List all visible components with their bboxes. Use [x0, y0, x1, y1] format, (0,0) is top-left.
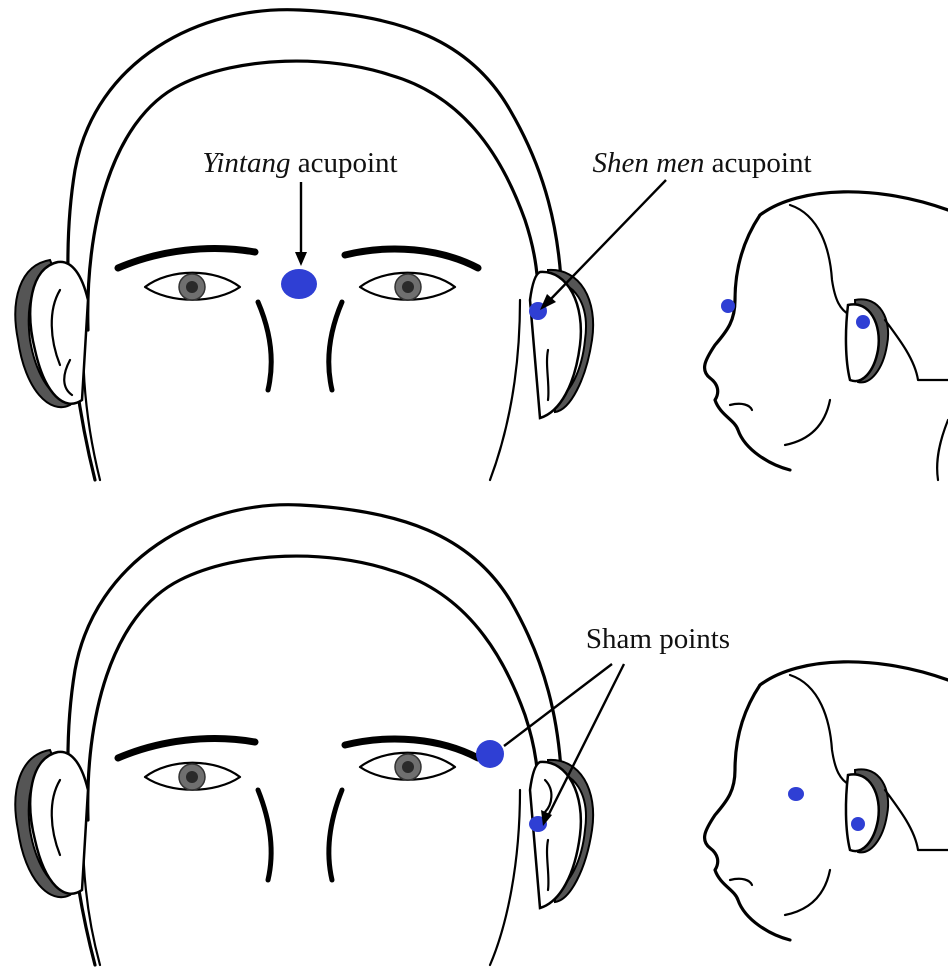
- shen-men-point-profile: [856, 315, 870, 329]
- yintang-label-italic: Yintang: [202, 147, 290, 179]
- front-face-top: [15, 10, 593, 480]
- yintang-point: [281, 269, 317, 299]
- sham-point-temple-profile: [788, 787, 804, 801]
- shen-men-label-italic: Shen men: [592, 147, 704, 179]
- sham-point-ear-profile: [851, 817, 865, 831]
- arrow-yintang: [295, 182, 307, 266]
- yintang-label-rest: acupoint: [290, 147, 397, 179]
- eye-point-profile-top: [721, 299, 735, 313]
- sham-points-label: Sham points: [586, 623, 730, 655]
- yintang-label: Yintang acupoint: [202, 147, 397, 179]
- profile-face-bottom: [705, 662, 948, 940]
- profile-face-top: [705, 192, 948, 480]
- front-face-bottom: [15, 505, 593, 965]
- sham-point-temple: [476, 740, 504, 768]
- shen-men-label: Shen men acupoint: [592, 147, 811, 179]
- shen-men-label-rest: acupoint: [704, 147, 811, 179]
